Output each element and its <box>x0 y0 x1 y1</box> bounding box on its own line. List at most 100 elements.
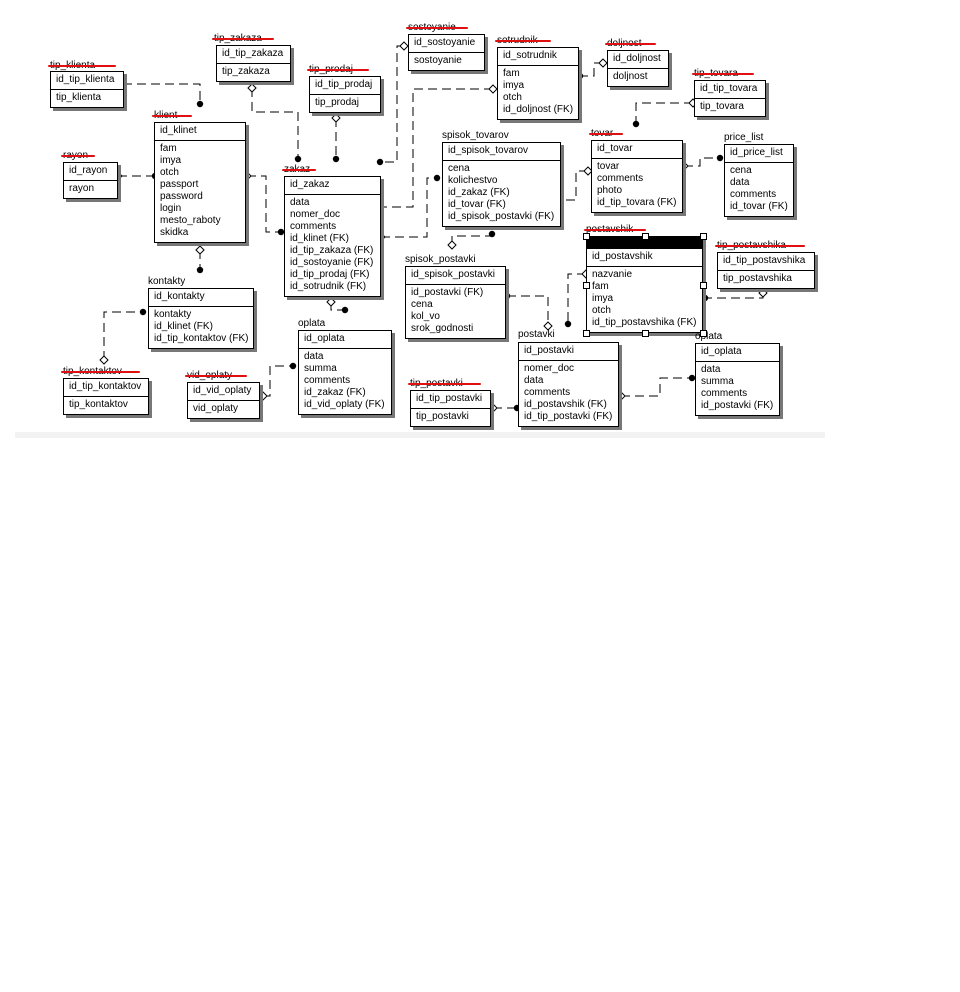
attribute: skidka <box>160 227 189 238</box>
attribute: rayon <box>69 183 95 194</box>
attribute: tip_prodaj <box>315 97 359 108</box>
strikethrough-mark <box>152 115 192 117</box>
selection-handle[interactable] <box>700 233 707 240</box>
strikethrough-mark <box>605 43 656 45</box>
attribute-list: tip_tovara <box>695 99 765 116</box>
attribute: id_tip_zakaza (FK) <box>290 245 374 256</box>
entity-tip-prodaj[interactable]: id_tip_prodaj tip_prodaj <box>309 76 381 113</box>
attribute: id_klinet (FK) <box>290 233 349 244</box>
primary-key: id_postavki <box>519 343 618 361</box>
fk-dot <box>277 228 285 236</box>
attribute: comments <box>524 387 571 398</box>
rel-sotrudnik-zakaz <box>381 88 493 208</box>
attribute: data <box>524 375 544 386</box>
diamond <box>247 83 257 93</box>
entity-title-price-list: price_list <box>724 132 764 143</box>
attribute: summa <box>701 376 734 387</box>
primary-key: id_oplata <box>696 344 779 362</box>
attribute: tovar <box>597 161 620 172</box>
entity-title-spisok-tovarov: spisok_tovarov <box>442 130 509 141</box>
primary-key: id_tip_prodaj <box>310 77 380 95</box>
rel-postavki-spisok_postavki <box>507 295 549 322</box>
attribute-list: tip_postavki <box>411 409 490 426</box>
attribute: fam <box>160 143 177 154</box>
attribute: otch <box>503 92 522 103</box>
attribute: mesto_raboty <box>160 215 221 226</box>
attribute: cena <box>411 299 433 310</box>
attribute: data <box>290 197 310 208</box>
fk-dot <box>332 155 340 163</box>
attribute: tip_zakaza <box>222 66 270 77</box>
attribute: comments <box>701 388 748 399</box>
entity-tip-zakaza[interactable]: id_tip_zakaza tip_zakaza <box>216 45 291 82</box>
attribute: id_tovar (FK) <box>730 201 788 212</box>
primary-key: id_tip_kontaktov <box>64 379 148 397</box>
attribute: id_postavki (FK) <box>411 287 484 298</box>
primary-key: id_tip_zakaza <box>217 46 290 64</box>
diamond <box>399 41 409 51</box>
attribute: kol_vo <box>411 311 440 322</box>
attribute-list: tip_prodaj <box>310 95 380 112</box>
fk-dot <box>376 158 384 166</box>
entity-title-spisok-postavki: spisok_postavki <box>405 254 476 265</box>
attribute: fam <box>592 281 609 292</box>
attribute: id_spisok_postavki (FK) <box>448 211 555 222</box>
selection-handle[interactable] <box>641 330 649 337</box>
primary-key: id_sostoyanie <box>409 35 484 53</box>
attribute-list: vid_oplaty <box>188 401 259 418</box>
fk-dot <box>564 320 572 328</box>
attribute: photo <box>597 185 623 196</box>
primary-key: id_sotrudnik <box>498 48 578 66</box>
rel-postavki-oplata2 <box>621 377 692 397</box>
primary-key: id_spisok_tovarov <box>443 143 560 161</box>
selection-handle[interactable] <box>700 281 707 289</box>
selection-handle[interactable] <box>583 233 590 240</box>
selection-handle[interactable] <box>700 330 707 337</box>
entity-title-postavki: postavki <box>518 329 555 340</box>
strikethrough-mark <box>408 383 482 385</box>
attribute: vid_oplaty <box>193 403 239 414</box>
rel-sostoyanie-zakaz <box>381 45 404 163</box>
selection-handle[interactable] <box>583 281 590 289</box>
fk-dot <box>341 306 349 314</box>
selected-header-bar <box>587 237 702 249</box>
attribute: srok_godnosti <box>411 323 474 334</box>
selection-handle[interactable] <box>583 330 590 337</box>
entity-sostoyanie[interactable]: id_sostoyanie sostoyanie <box>408 34 485 71</box>
attribute-list: tip_postavshika <box>718 271 814 288</box>
fk-dot <box>139 308 147 316</box>
attribute: comments <box>597 173 644 184</box>
diamond <box>488 84 498 94</box>
attribute: sostoyanie <box>414 55 462 66</box>
primary-key: id_tip_tovara <box>695 81 765 99</box>
selection-handle[interactable] <box>641 233 649 240</box>
diamond <box>326 297 336 307</box>
attribute-list: doljnost <box>608 69 668 86</box>
attribute-list: rayon <box>64 181 117 198</box>
rel-tovar-spisok_tovarov <box>560 170 588 201</box>
primary-key: id_postavshik <box>587 249 702 267</box>
